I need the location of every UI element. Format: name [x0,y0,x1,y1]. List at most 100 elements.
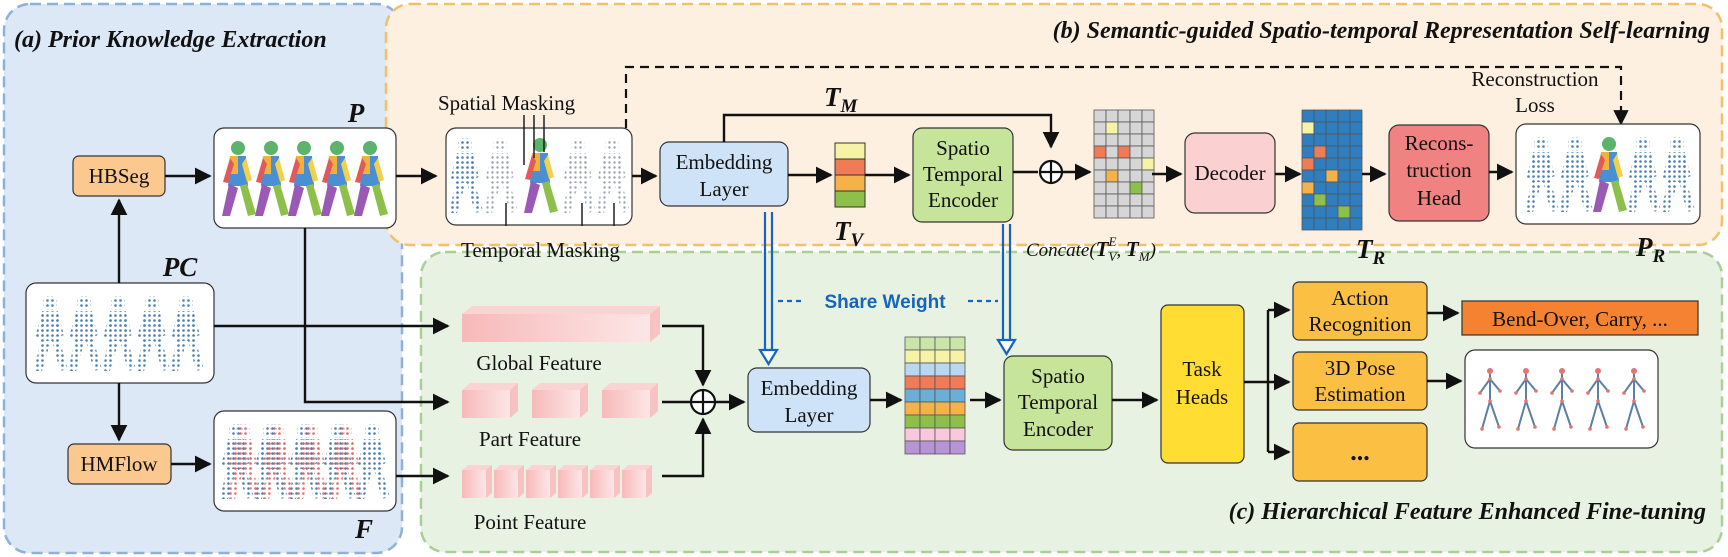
point-feature-cube-top [494,465,524,470]
symbol-p: P [347,98,365,128]
token-cell [1313,193,1327,207]
token-cell [1129,121,1143,135]
token-cell [1105,157,1119,171]
part-feature-blocks [462,383,658,418]
reconstruction-loss-label-1: Reconstruction [1471,67,1599,91]
action-output-box [1461,300,1699,336]
ste1-label-3: Encoder [928,188,998,212]
token-cell [1349,217,1363,231]
token-cell [1105,181,1119,195]
token-cell [1313,169,1327,183]
token-cell [1301,157,1315,171]
spatial-masking-label: Spatial Masking [438,91,576,115]
token-cell [919,336,936,351]
symbol-tm: TM [824,82,859,117]
recon-head-label-2: truction [1406,158,1472,182]
share-weight-arrows [758,212,1017,367]
token-cell [1105,169,1119,183]
token-cell [1093,181,1107,195]
token-cell [1337,157,1351,171]
ste1-label-1: Spatio [936,136,990,160]
more-tasks-box [1292,422,1428,482]
token-cell [949,427,966,442]
point-feature-cube-side [486,465,492,498]
task-heads-box [1160,304,1245,464]
token-cell [1337,145,1351,159]
decoder-label: Decoder [1194,161,1265,185]
token-cell [1337,133,1351,147]
pose-estimation-label-1: 3D Pose [1325,356,1396,380]
token-cell [904,401,921,416]
token-cell [1301,181,1315,195]
token-cell [1313,205,1327,219]
token-cell [1093,169,1107,183]
token-cell [1349,157,1363,171]
token-cell [934,336,951,351]
token-cell [1349,133,1363,147]
embedding-layer-1-label-2: Layer [700,177,749,201]
token-cell [1129,205,1143,219]
point-feature-cube-side [646,465,652,498]
token-cell [919,427,936,442]
token-cell [1141,133,1155,147]
token-cell [1105,121,1119,135]
token-cell [949,401,966,416]
token-cell [1093,193,1107,207]
token-cell [1129,181,1143,195]
token-cell [1105,193,1119,207]
token-cell [949,414,966,429]
ste2-label-2: Temporal [1018,390,1098,414]
token-cell [1325,133,1339,147]
token-cell [919,401,936,416]
token-cell [1129,157,1143,171]
token-cell [1105,145,1119,159]
token-cell [1141,145,1155,159]
token-cell [934,401,951,416]
point-feature-blocks [462,465,652,498]
point-feature-cube-side [550,465,556,498]
token-cell [1129,193,1143,207]
token-cell [919,362,936,377]
reconstructed-token-grid [1301,109,1363,231]
token-cell [1337,181,1351,195]
token-cell [1301,109,1315,123]
token-cell [1105,109,1119,123]
point-feature-cube [622,470,646,498]
token-cell [934,362,951,377]
token-cell [1337,193,1351,207]
token-cell [1313,121,1327,135]
token-cell [1117,145,1131,159]
token-cell [1117,181,1131,195]
spatio-temporal-encoder-1 [912,127,1014,223]
token-cell [1313,181,1327,195]
token-cell [1325,181,1339,195]
token-cell [1093,157,1107,171]
point-feature-cube [462,470,486,498]
token-cell [1325,169,1339,183]
token-cell [1093,133,1107,147]
token-cell [1349,205,1363,219]
point-feature-cube [526,470,550,498]
token-cell [1301,121,1315,135]
ste2-label-3: Encoder [1023,417,1093,441]
section-title-hierarchical: (c) Hierarchical Feature Enhanced Fine-t… [1229,499,1706,525]
action-output-label: Bend-Over, Carry, ... [1492,307,1668,331]
token-cell [1325,157,1339,171]
token-cell [1349,121,1363,135]
concat-plus-symbol [1038,159,1064,185]
point-feature-cube-top [462,465,492,470]
section-title-prior: (a) Prior Knowledge Extraction [14,27,327,53]
token-cell [1141,169,1155,183]
action-recognition-box [1292,281,1428,341]
more-tasks-label: ... [1350,437,1370,466]
token-cell [1301,169,1315,183]
token-cell [1325,109,1339,123]
token-cell [934,349,951,364]
token-cell [1129,133,1143,147]
token-cell [1117,169,1131,183]
token-cell [1141,157,1155,171]
point-feature-cube-side [518,465,524,498]
point-feature-cube-top [590,465,620,470]
token-cell [1141,181,1155,195]
token-cell [1117,133,1131,147]
